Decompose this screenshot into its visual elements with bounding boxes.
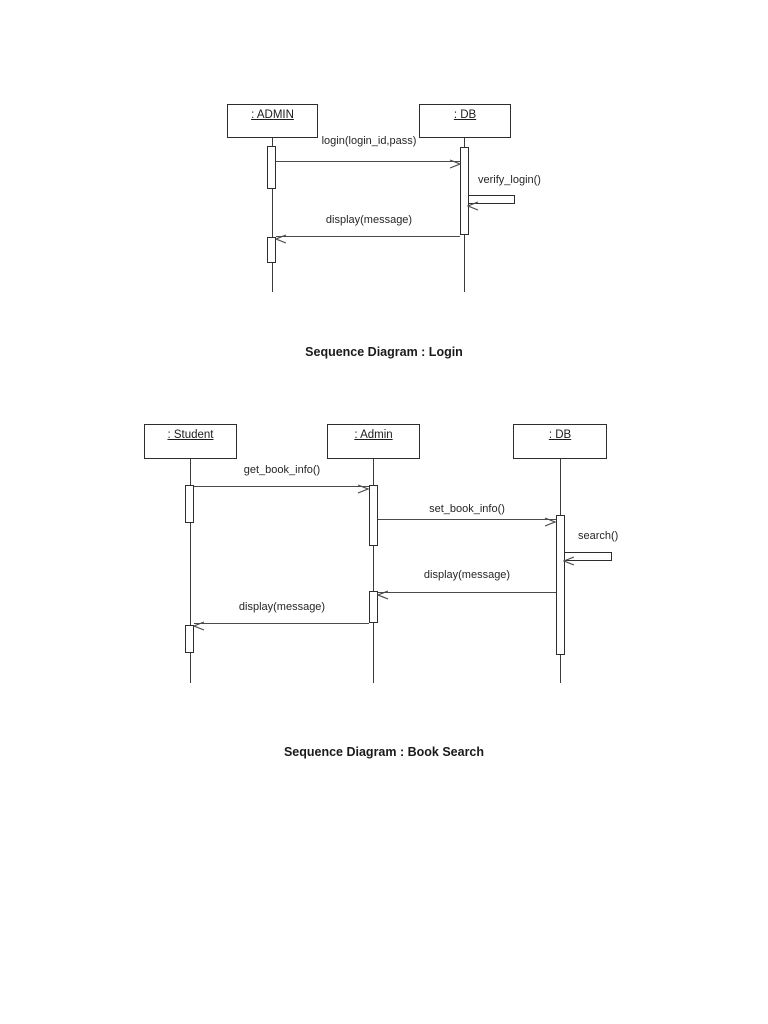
selfcall-rect-search [564,552,612,561]
message-line-display-db-admin [378,592,556,593]
message-line-set-book-info [378,519,556,520]
message-line-login [276,161,460,162]
arrowhead-left-icon [376,587,389,600]
activation-admin-2 [267,237,276,263]
arrowhead-right-icon [357,481,370,494]
arrowhead-left-icon [562,553,575,566]
selfcall-rect-verify-login [468,195,515,204]
activation-admin-2 [369,591,378,623]
actor-box-admin: : ADMIN [227,104,318,138]
activation-admin-1 [369,485,378,546]
message-line-get-book-info [194,486,369,487]
message-label-set-book-info: set_book_info() [429,503,505,515]
message-label-verify-login: verify_login() [478,174,541,186]
arrowhead-left-icon [192,618,205,631]
activation-admin-1 [267,146,276,189]
message-label-display-db-admin: display(message) [423,569,511,581]
message-label-display-admin-student: display(message) [238,601,326,613]
actor-box-student: : Student [144,424,237,459]
lifeline-student [190,459,191,683]
actor-box-admin: : Admin [327,424,420,459]
actor-label: : Admin [354,429,393,441]
lifeline-admin [373,459,374,683]
actor-box-db: : DB [513,424,607,459]
actor-label: : Student [167,429,214,441]
message-label-search: search() [578,530,619,542]
activation-db [460,147,469,235]
arrowhead-right-icon [449,156,462,169]
activation-db [556,515,565,655]
activation-student-1 [185,485,194,523]
message-line-display [276,236,460,237]
message-label-login: login(login_id,pass) [321,135,417,147]
arrowhead-right-icon [544,514,557,527]
message-line-display-admin-student [194,623,369,624]
actor-label: : DB [453,109,477,121]
lifeline-admin [271,138,273,292]
arrowhead-left-icon [466,198,479,211]
diagram-title-login: Sequence Diagram : Login [305,345,463,359]
arrowhead-left-icon [274,231,287,244]
activation-student-2 [185,625,194,653]
message-label-get-book-info: get_book_info() [243,464,321,476]
diagram-title-book-search: Sequence Diagram : Book Search [283,745,485,759]
actor-label: : ADMIN [251,109,294,121]
actor-box-db: : DB [419,104,511,138]
message-label-display: display(message) [325,214,413,226]
actor-label: : DB [548,429,572,441]
